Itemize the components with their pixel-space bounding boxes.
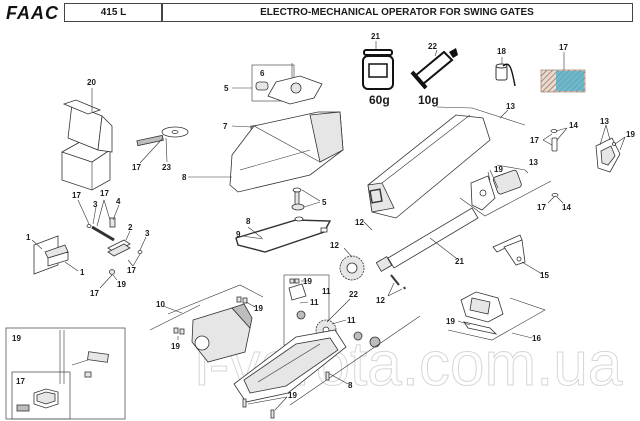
callout-17-pouch: 17 bbox=[559, 43, 568, 52]
callout-1-tab: 1 bbox=[80, 268, 85, 277]
callout-13-cap: 13 bbox=[600, 117, 609, 126]
release-mechanism bbox=[251, 63, 323, 105]
callout-17-key: 17 bbox=[132, 163, 141, 172]
cover-housing bbox=[229, 111, 344, 193]
pivot-pin bbox=[86, 217, 116, 242]
model-number: 415 L bbox=[64, 3, 163, 22]
callout-19-motor-left: 19 bbox=[171, 342, 180, 351]
callout-12-pin: 12 bbox=[355, 218, 364, 227]
lead-screw bbox=[375, 207, 479, 272]
callout-19-head: 19 bbox=[494, 165, 503, 174]
callout-5-top: 5 bbox=[224, 84, 229, 93]
callout-8-cover: 8 bbox=[182, 173, 187, 182]
callout-18: 18 bbox=[497, 47, 506, 56]
callout-11-upper: 11 bbox=[310, 298, 319, 307]
jar-quantity: 60g bbox=[369, 93, 390, 107]
callout-8-gasket: 8 bbox=[246, 217, 251, 226]
callout-17-pin: 17 bbox=[530, 136, 539, 145]
callout-21-screw: 21 bbox=[455, 257, 464, 266]
callout-11-lower: 11 bbox=[347, 316, 356, 325]
bracket-16 bbox=[460, 291, 504, 335]
callout-7: 7 bbox=[223, 122, 228, 131]
callout-5-pin: 5 bbox=[322, 198, 327, 207]
tube-quantity: 10g bbox=[418, 93, 439, 107]
callout-12-gear: 12 bbox=[330, 241, 339, 250]
release-key bbox=[136, 126, 189, 147]
callout-19-base: 19 bbox=[288, 391, 297, 400]
callout-6: 6 bbox=[260, 69, 265, 78]
capacitor-icon bbox=[495, 63, 516, 87]
callout-14-top: 14 bbox=[569, 121, 578, 130]
callout-19-bracket: 19 bbox=[446, 317, 455, 326]
callout-19-motor-top: 19 bbox=[254, 304, 263, 313]
screw-drive-head bbox=[470, 169, 522, 211]
packaging-box bbox=[61, 99, 113, 191]
diagram-title: ELECTRO-MECHANICAL OPERATOR FOR SWING GA… bbox=[161, 3, 633, 22]
callout-17-bracket-b: 17 bbox=[100, 189, 109, 198]
callout-14-bottom: 14 bbox=[562, 203, 571, 212]
callout-12-pins: 12 bbox=[376, 296, 385, 305]
callout-22-gear: 22 bbox=[349, 290, 358, 299]
pin-14 bbox=[550, 129, 558, 152]
washer-14 bbox=[551, 193, 559, 197]
callout-19-cap: 19 bbox=[626, 130, 635, 139]
gasket-9 bbox=[235, 216, 332, 253]
callout-3-left: 3 bbox=[93, 200, 98, 209]
callout-9: 9 bbox=[236, 230, 241, 239]
grease-jar-icon bbox=[362, 49, 394, 90]
inset-label-19: 19 bbox=[12, 334, 21, 343]
pin-5 bbox=[291, 187, 305, 211]
header: FAAC 415 L ELECTRO-MECHANICAL OPERATOR F… bbox=[0, 0, 640, 28]
screws-motor bbox=[173, 296, 248, 335]
end-cap bbox=[595, 137, 621, 173]
callout-21: 21 bbox=[371, 32, 380, 41]
callout-16: 16 bbox=[532, 334, 541, 343]
callout-13-tube: 13 bbox=[506, 102, 515, 111]
pouch-kit-icon bbox=[540, 69, 586, 93]
callout-1-plate: 1 bbox=[26, 233, 31, 242]
faac-logo: FAAC bbox=[6, 3, 59, 23]
callout-17-washer: 17 bbox=[537, 203, 546, 212]
electric-motor bbox=[191, 303, 253, 363]
callout-10: 10 bbox=[156, 300, 165, 309]
junction-box bbox=[16, 388, 59, 412]
callout-11-mid: 11 bbox=[322, 287, 331, 296]
terminal-block bbox=[84, 351, 109, 378]
inset-sub-frame bbox=[11, 371, 71, 420]
nut-19 bbox=[109, 269, 115, 275]
callout-2: 2 bbox=[128, 223, 133, 232]
callout-23: 23 bbox=[162, 163, 171, 172]
front-bracket-15 bbox=[492, 234, 526, 266]
callout-20: 20 bbox=[87, 78, 96, 87]
callout-17-nut: 17 bbox=[90, 289, 99, 298]
callout-17-clevis: 17 bbox=[127, 266, 136, 275]
callout-4: 4 bbox=[116, 197, 121, 206]
rear-bracket bbox=[33, 235, 69, 275]
clevis-2 bbox=[107, 239, 143, 257]
callout-22: 22 bbox=[428, 42, 437, 51]
callout-17-bracket-a: 17 bbox=[72, 191, 81, 200]
grease-tube-icon bbox=[410, 48, 458, 90]
callout-3-right: 3 bbox=[145, 229, 150, 238]
gear-12 bbox=[339, 255, 365, 281]
callout-15: 15 bbox=[540, 271, 549, 280]
callout-13-head: 13 bbox=[529, 158, 538, 167]
screws-base bbox=[242, 371, 330, 419]
inset-label-17: 17 bbox=[16, 377, 25, 386]
pins-12 bbox=[390, 274, 406, 290]
callout-8-base: 8 bbox=[348, 381, 353, 390]
callout-19-gears: 19 bbox=[303, 277, 312, 286]
callout-19-nut: 19 bbox=[117, 280, 126, 289]
outer-tube bbox=[367, 114, 491, 219]
